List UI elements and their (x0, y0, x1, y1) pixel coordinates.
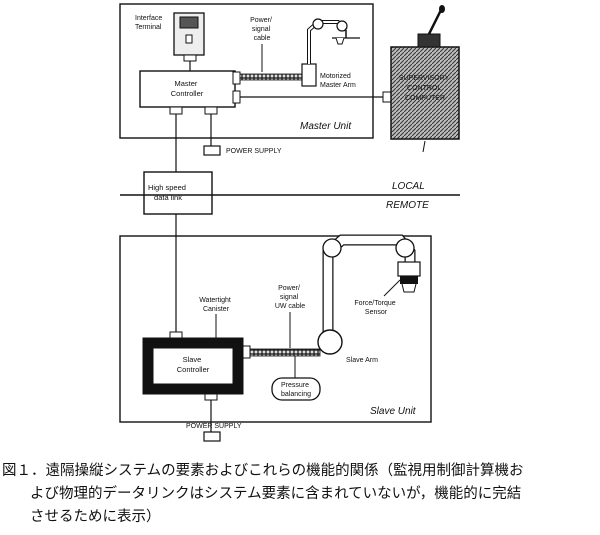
caption-line-3: させるために表示） (30, 509, 161, 525)
uw-cable (249, 348, 321, 357)
watertight-canister-label: Watertight Canister (199, 297, 233, 313)
watertight-canister-label-line2: Canister (203, 306, 230, 313)
master-power-supply-box (203, 145, 221, 156)
uw-cable-label-line3: UW cable (275, 303, 305, 310)
slave-controller: Slave Controller (142, 331, 251, 401)
slave-arm-icon (317, 234, 421, 355)
master-unit-box (119, 3, 374, 139)
slave-power-supply-label: POWER SUPPLY (186, 423, 242, 430)
caption-line-2: よび物理的データリンクはシステム要素に含まれていないが，機能的に完結 (30, 486, 522, 502)
master-controller-label-line2: Controller (171, 89, 204, 98)
pressure-balancing-label-line2: balancing (281, 391, 311, 398)
master-controller: Master Controller (139, 70, 241, 115)
master-cable (239, 73, 303, 81)
power-signal-cable-label-line2: signal (252, 26, 271, 33)
svg-text:Master Controller: Master Controller (171, 79, 204, 98)
high-speed-data-link: High speed data link (143, 171, 213, 215)
interface-terminal-icon (173, 12, 205, 62)
slave-unit-box (119, 235, 432, 423)
interface-terminal-label-line2: Terminal (135, 24, 162, 31)
interface-terminal-label-line1: Interface (135, 15, 162, 22)
supervisory-computer-label-line2: CONTROL (407, 85, 441, 92)
slave-controller-label-line2: Controller (177, 365, 210, 374)
supervisory-computer-label-line3: COMPUTER (405, 95, 445, 102)
high-speed-data-link-label-line2: data link (154, 193, 182, 202)
pressure-balancing-box (271, 377, 321, 401)
master-unit-label: Master Unit (300, 121, 352, 132)
svg-text:High speed data link: High speed data link (148, 183, 188, 202)
power-signal-cable-label-line1: Power/ (250, 17, 272, 24)
uw-cable-label-line2: signal (280, 294, 299, 301)
watertight-canister-label-line1: Watertight (199, 297, 231, 304)
slave-arm-label: Slave Arm (346, 357, 378, 364)
pressure-balancing-label: Pressure balancing (281, 382, 311, 398)
motorized-master-arm-label-line1: Motorized (320, 73, 351, 80)
slave-controller-label-line1: Slave (183, 355, 202, 364)
slave-unit-label: Slave Unit (370, 406, 417, 417)
force-torque-sensor-label-line1: Force/Torque (354, 300, 395, 307)
local-label: LOCAL (392, 181, 425, 192)
power-signal-cable-label-line3: cable (254, 35, 271, 42)
interface-terminal-label: Interface Terminal (135, 15, 164, 31)
motorized-master-arm-label-line2: Master Arm (320, 82, 356, 89)
remote-label: REMOTE (386, 200, 429, 211)
force-torque-sensor-label-line2: Sensor (365, 309, 388, 316)
force-torque-sensor-label: Force/Torque Sensor (354, 300, 397, 316)
power-signal-uw-cable-label: Power/ signal UW cable (275, 285, 305, 310)
svg-text:SUPERVISORY CONTROL: SUPERVISORY CONTROL COMPUTER (399, 75, 451, 102)
supervisory-computer-label-line1: SUPERVISORY (399, 75, 450, 82)
svg-text:Slave Controller: Slave Controller (177, 355, 210, 374)
slave-power-supply-box (203, 431, 221, 442)
master-controller-label-line1: Master (174, 79, 197, 88)
pressure-balancing-label-line1: Pressure (281, 382, 309, 389)
high-speed-data-link-label-line1: High speed (148, 183, 186, 192)
master-power-supply-label: POWER SUPPLY (226, 148, 282, 155)
uw-cable-label-line1: Power/ (278, 285, 300, 292)
caption-line-1: 図１．遠隔操縦システムの要素およびこれらの機能的関係（監視用制御計算機お (2, 463, 524, 479)
power-signal-cable-label: Power/ signal cable (250, 17, 274, 42)
motorized-master-arm-label: Motorized Master Arm (320, 73, 356, 89)
figure-caption: 図１．遠隔操縦システムの要素およびこれらの機能的関係（監視用制御計算機お よび物… (2, 460, 598, 529)
supervisory-control-computer: SUPERVISORY CONTROL COMPUTER (390, 5, 460, 140)
motorized-master-arm-icon (301, 18, 360, 87)
